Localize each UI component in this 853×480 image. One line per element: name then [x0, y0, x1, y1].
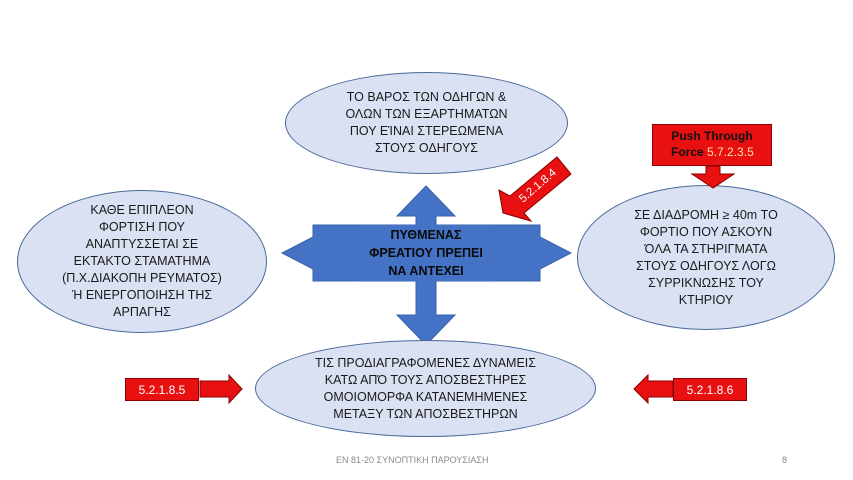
- right-pointing-red-arrow-icon: [199, 373, 243, 405]
- push-through-label2: Force: [671, 145, 704, 159]
- tag-right: 5.2.1.8.6: [673, 378, 747, 401]
- left-pointing-red-arrow-icon: [633, 373, 674, 405]
- push-through-line1: Push Through: [657, 128, 767, 144]
- bottom-ellipse-text: ΤΙΣ ΠΡΟΔΙΑΓΡΑΦΟΜΕΝΕΣ ΔΥΝΑΜΕΙΣ ΚΑΤΩ ΑΠΌ Τ…: [315, 355, 536, 421]
- left-ellipse-text: ΚΑΘΕ ΕΠΙΠΛΕΟΝ ΦΟΡΤΙΣΗ ΠΟΥ ΑΝΑΠΤΥΣΣΕΤΑΙ Σ…: [62, 203, 222, 319]
- top-ellipse: ΤΟ ΒΑΡΟΣ ΤΩΝ ΟΔΗΓΩΝ & ΟΛΩΝ ΤΩΝ ΕΞΑΡΤΗΜΑΤ…: [285, 72, 568, 174]
- left-ellipse: ΚΑΘΕ ΕΠΙΠΛΕΟΝ ΦΟΡΤΙΣΗ ΠΟΥ ΑΝΑΠΤΥΣΣΕΤΑΙ Σ…: [17, 190, 267, 333]
- page-number: 8: [782, 455, 787, 465]
- top-ellipse-text: ΤΟ ΒΑΡΟΣ ΤΩΝ ΟΔΗΓΩΝ & ΟΛΩΝ ΤΩΝ ΕΞΑΡΤΗΜΑΤ…: [345, 90, 508, 155]
- down-red-arrow-icon: [690, 165, 736, 189]
- footer-title-text: ΕΝ 81-20 ΣΥΝΟΠΤΙΚΗ ΠΑΡΟΥΣΙΑΣΗ: [336, 455, 489, 465]
- push-through-ref: 5.7.2.3.5: [707, 145, 754, 159]
- center-text: ΠΥΘΜΕΝΑΣ ΦΡΕΑΤΙΟΥ ΠΡΕΠΕΙ ΝΑ ΑΝΤΕΧΕΙ: [369, 228, 483, 278]
- tag-right-text: 5.2.1.8.6: [686, 382, 734, 397]
- push-through-label: Push Through: [671, 129, 753, 143]
- footer-title: ΕΝ 81-20 ΣΥΝΟΠΤΙΚΗ ΠΑΡΟΥΣΙΑΣΗ: [336, 455, 488, 465]
- diagonal-red-arrow-icon: [498, 156, 572, 222]
- right-ellipse: ΣΕ ΔΙΑΔΡΟΜΗ ≥ 40m ΤΟ ΦΟΡΤΙΟ ΠΟΥ ΑΣΚΟΥΝ Ό…: [577, 185, 835, 330]
- push-through-line2: Force 5.7.2.3.5: [657, 144, 767, 160]
- bottom-ellipse: ΤΙΣ ΠΡΟΔΙΑΓΡΑΦΟΜΕΝΕΣ ΔΥΝΑΜΕΙΣ ΚΑΤΩ ΑΠΌ Τ…: [255, 340, 596, 437]
- center-label: ΠΥΘΜΕΝΑΣ ΦΡΕΑΤΙΟΥ ΠΡΕΠΕΙ ΝΑ ΑΝΤΕΧΕΙ: [358, 225, 494, 281]
- right-ellipse-text: ΣΕ ΔΙΑΔΡΟΜΗ ≥ 40m ΤΟ ΦΟΡΤΙΟ ΠΟΥ ΑΣΚΟΥΝ Ό…: [634, 207, 778, 307]
- tag-left-text: 5.2.1.8.5: [138, 382, 186, 397]
- tag-left: 5.2.1.8.5: [125, 378, 199, 401]
- page-number-text: 8: [782, 455, 788, 465]
- push-through-box: Push Through Force 5.7.2.3.5: [652, 124, 772, 166]
